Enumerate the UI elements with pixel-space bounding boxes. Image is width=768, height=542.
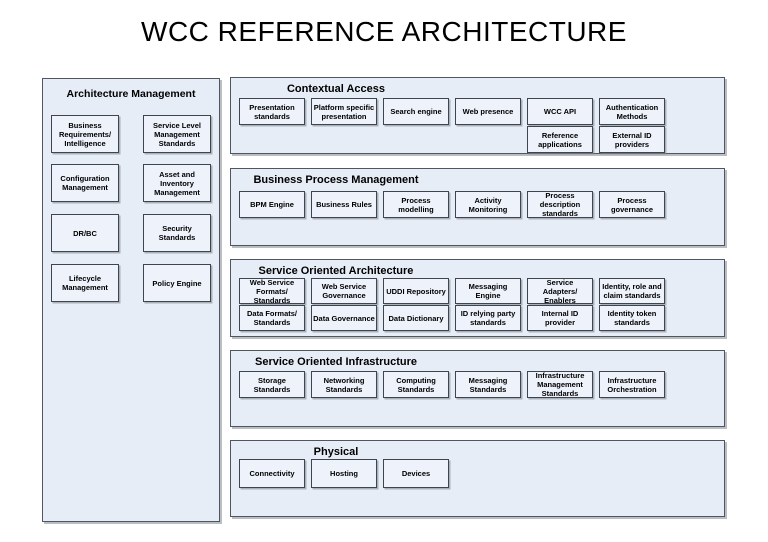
box-data-dictionary: Data Dictionary bbox=[383, 305, 449, 331]
section-title: Physical bbox=[313, 446, 359, 458]
box-internal-id-provider: Internal ID provider bbox=[527, 305, 593, 331]
box-identity-role-claim-standards: Identity, role and claim standards bbox=[599, 278, 665, 304]
section-title: Service Oriented Infrastructure bbox=[254, 356, 417, 368]
box-computing-standards: Computing Standards bbox=[383, 371, 449, 398]
box-external-id-providers: External ID providers bbox=[599, 126, 665, 153]
box-process-governance: Process governance bbox=[599, 191, 665, 218]
box-storage-standards: Storage Standards bbox=[239, 371, 305, 398]
box-activity-monitoring: Activity Monitoring bbox=[455, 191, 521, 218]
box-messaging-standards: Messaging Standards bbox=[455, 371, 521, 398]
box-configuration-management: Configuration Management bbox=[51, 164, 119, 202]
section-service-oriented-architecture: Service Oriented Architecture Web Servic… bbox=[230, 259, 725, 337]
section-title: Business Process Management bbox=[253, 174, 419, 186]
box-platform-specific-presentation: Platform specific presentation bbox=[311, 98, 377, 125]
section-physical: Physical Connectivity Hosting Devices bbox=[230, 440, 725, 517]
box-devices: Devices bbox=[383, 459, 449, 488]
architecture-management-panel: Architecture Management Business Require… bbox=[42, 78, 220, 522]
box-reference-applications: Reference applications bbox=[527, 126, 593, 153]
box-search-engine: Search engine bbox=[383, 98, 449, 125]
box-web-service-formats-standards: Web Service Formats/ Standards bbox=[239, 278, 305, 305]
box-policy-engine: Policy Engine bbox=[143, 264, 211, 302]
box-asset-and-inventory-management: Asset and Inventory Management bbox=[143, 164, 211, 202]
box-business-rules: Business Rules bbox=[311, 191, 377, 218]
panel-title: Architecture Management bbox=[66, 88, 196, 100]
box-data-formats-standards: Data Formats/ Standards bbox=[239, 305, 305, 331]
box-lifecycle-management: Lifecycle Management bbox=[51, 264, 119, 302]
section-title: Contextual Access bbox=[286, 83, 386, 95]
box-web-presence: Web presence bbox=[455, 98, 521, 125]
box-hosting: Hosting bbox=[311, 459, 377, 488]
box-uddi-repository: UDDI Repository bbox=[383, 278, 449, 304]
box-process-modelling: Process modelling bbox=[383, 191, 449, 218]
box-web-service-governance: Web Service Governance bbox=[311, 278, 377, 304]
box-messaging-engine: Messaging Engine bbox=[455, 278, 521, 304]
box-business-requirements-intelligence: Business Requirements/ Intelligence bbox=[51, 115, 119, 153]
box-service-level-management-standards: Service Level Management Standards bbox=[143, 115, 211, 153]
box-dr-bc: DR/BC bbox=[51, 214, 119, 252]
box-connectivity: Connectivity bbox=[239, 459, 305, 488]
box-bpm-engine: BPM Engine bbox=[239, 191, 305, 218]
box-id-relying-party-standards: ID relying party standards bbox=[455, 305, 521, 331]
section-contextual-access: Contextual Access Presentation standards… bbox=[230, 77, 725, 154]
section-business-process-management: Business Process Management BPM Engine B… bbox=[230, 168, 725, 246]
section-service-oriented-infrastructure: Service Oriented Infrastructure Storage … bbox=[230, 350, 725, 427]
diagram-title: WCC REFERENCE ARCHITECTURE bbox=[141, 16, 627, 47]
box-process-description-standards: Process description standards bbox=[527, 191, 593, 218]
box-authentication-methods: Authentication Methods bbox=[599, 98, 665, 125]
box-identity-token-standards: Identity token standards bbox=[599, 305, 665, 331]
section-title: Service Oriented Architecture bbox=[258, 265, 414, 277]
box-infrastructure-management-standards: Infrastructure Management Standards bbox=[527, 371, 593, 398]
box-infrastructure-orchestration: Infrastructure Orchestration bbox=[599, 371, 665, 398]
box-data-governance: Data Governance bbox=[311, 305, 377, 331]
box-service-adapters-enablers: Service Adapters/ Enablers bbox=[527, 278, 593, 305]
box-presentation-standards: Presentation standards bbox=[239, 98, 305, 125]
box-wcc-api: WCC API bbox=[527, 98, 593, 125]
box-networking-standards: Networking Standards bbox=[311, 371, 377, 398]
box-security-standards: Security Standards bbox=[143, 214, 211, 252]
